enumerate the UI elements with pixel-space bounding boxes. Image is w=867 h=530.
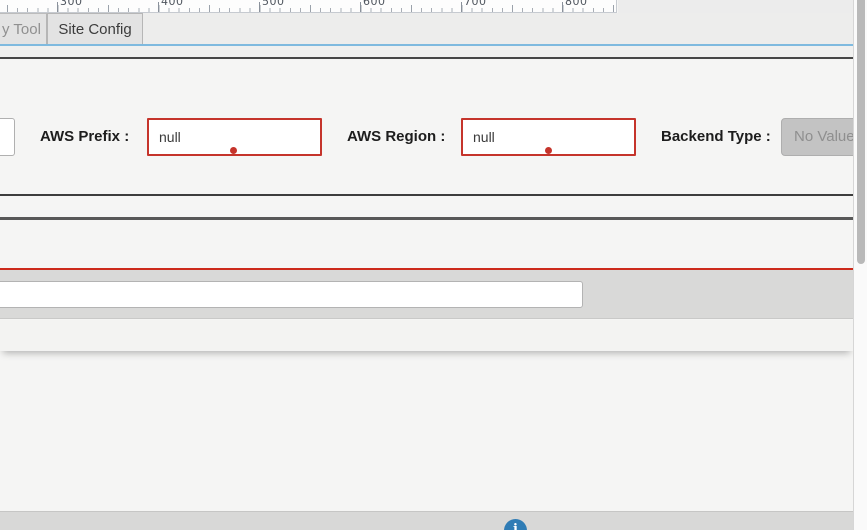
ruler-tick-label: 700	[464, 0, 487, 8]
tab-site-config[interactable]: Site Config	[47, 13, 143, 44]
scrollbar-thumb[interactable]	[857, 0, 865, 264]
accent-divider	[0, 44, 853, 46]
ruler-tick-label: 800	[565, 0, 588, 8]
ruler-tick-label: 400	[161, 0, 184, 8]
ruler-tick-label: 600	[363, 0, 386, 8]
tab-bar: y Tool Site Config	[0, 13, 853, 44]
red-divider	[0, 268, 853, 270]
info-icon: i	[513, 522, 518, 530]
pixel-ruler: 300 400 500 600 700 800	[0, 0, 617, 13]
help-button[interactable]: i	[504, 519, 527, 530]
backend-type-label: Backend Type :	[661, 128, 771, 145]
panel-divider-top	[0, 57, 853, 59]
error-dot-icon	[230, 147, 237, 154]
error-dot-icon	[545, 147, 552, 154]
panel-divider-mid-1	[0, 194, 853, 196]
ruler-tick-label: 500	[262, 0, 285, 8]
panel-divider-mid-2	[0, 217, 853, 220]
aws-region-label: AWS Region :	[347, 128, 446, 145]
vertical-scrollbar[interactable]	[853, 0, 867, 530]
filter-input[interactable]	[0, 281, 583, 308]
ruler-tick-label: 300	[60, 0, 83, 8]
footer-bar	[0, 511, 853, 530]
aws-prefix-label: AWS Prefix :	[40, 128, 130, 145]
header-gap	[0, 46, 853, 57]
toolbar-band	[0, 320, 853, 351]
aws-prefix-input[interactable]	[147, 118, 322, 156]
backend-type-select[interactable]: No Value	[781, 118, 857, 156]
cutoff-input-field[interactable]	[0, 118, 15, 156]
tab-tool[interactable]: y Tool	[0, 13, 47, 44]
top-bar-filler	[618, 0, 853, 13]
